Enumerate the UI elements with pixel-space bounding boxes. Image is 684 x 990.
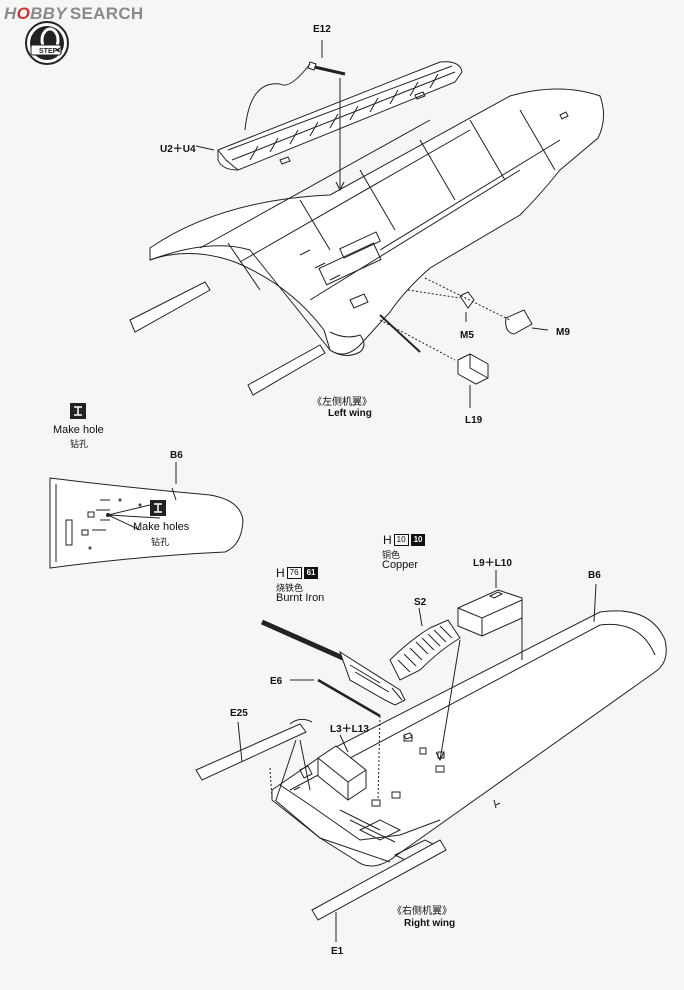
right-wing-drawing [271, 610, 667, 867]
make-hole-label-cn: 钻孔 [70, 439, 89, 449]
left-wing-caption-en: Left wing [328, 408, 372, 419]
label-e12: E12 [313, 24, 331, 35]
paint-burnt-iron-code-a: 76 [286, 567, 302, 579]
make-hole-label: Make hole [53, 424, 104, 436]
watermark-logo: HOBBY SEARCH [4, 4, 144, 24]
label-e6: E6 [270, 676, 283, 687]
left-wing-drawing [149, 88, 604, 356]
make-holes-label-cn: 钻孔 [151, 537, 170, 547]
paint-copper-code: H 10 10 [383, 533, 426, 547]
label-l3l13: L3＋L13 [330, 724, 369, 735]
step-badge-icon: STEP [25, 21, 69, 65]
paint-burnt-iron-prefix: H [276, 566, 285, 580]
label-b6-detail: B6 [170, 450, 183, 461]
paint-burnt-iron-cn: 烧铁色 [276, 583, 304, 593]
left-wing-caption-cn: 《左侧机翼》 [312, 397, 372, 408]
paint-copper-prefix: H [383, 533, 392, 547]
label-e1: E1 [331, 946, 344, 957]
label-l9l10: L9＋L10 [473, 558, 512, 569]
b6-detail-drawing [49, 477, 244, 569]
paint-burnt-iron-code-b: 61 [303, 567, 319, 579]
e25-part [195, 718, 313, 781]
label-s2: S2 [414, 597, 427, 608]
m9-part [505, 309, 549, 335]
machine-gun-part [260, 619, 406, 706]
watermark-search: SEARCH [69, 4, 144, 23]
e1-part [311, 839, 447, 942]
e6-part [290, 678, 381, 801]
label-m9: M9 [556, 327, 570, 338]
watermark-brand: HOBBY [4, 4, 67, 23]
s2-ammo-belt [389, 607, 461, 681]
label-b6: B6 [588, 570, 601, 581]
paint-copper-code-b: 10 [410, 534, 426, 546]
l19-part [457, 353, 489, 408]
make-holes-label: Make holes [133, 521, 190, 533]
paint-burnt-iron-en: Burnt Iron [276, 592, 325, 604]
paint-burnt-iron-code: H 76 61 [276, 566, 319, 580]
right-wing-caption-cn: 《右侧机翼》 [392, 906, 452, 917]
e12-part [307, 40, 346, 192]
label-l19: L19 [465, 415, 483, 426]
l9l10-part [435, 570, 523, 762]
paint-copper-cn: 铜色 [382, 550, 401, 560]
make-hole-icon [70, 403, 86, 419]
label-u2u4: U2＋U4 [160, 144, 196, 155]
make-holes-icon [150, 500, 166, 516]
paint-copper-en: Copper [382, 559, 419, 571]
step-word: STEP [39, 48, 58, 55]
right-wing-caption-en: Right wing [404, 918, 456, 929]
l3l13-part [317, 734, 367, 801]
label-m5: M5 [460, 330, 474, 341]
left-wing-spars [129, 281, 326, 396]
label-e25: E25 [230, 708, 248, 719]
m5-part [459, 291, 475, 322]
paint-copper-code-a: 10 [393, 534, 409, 546]
